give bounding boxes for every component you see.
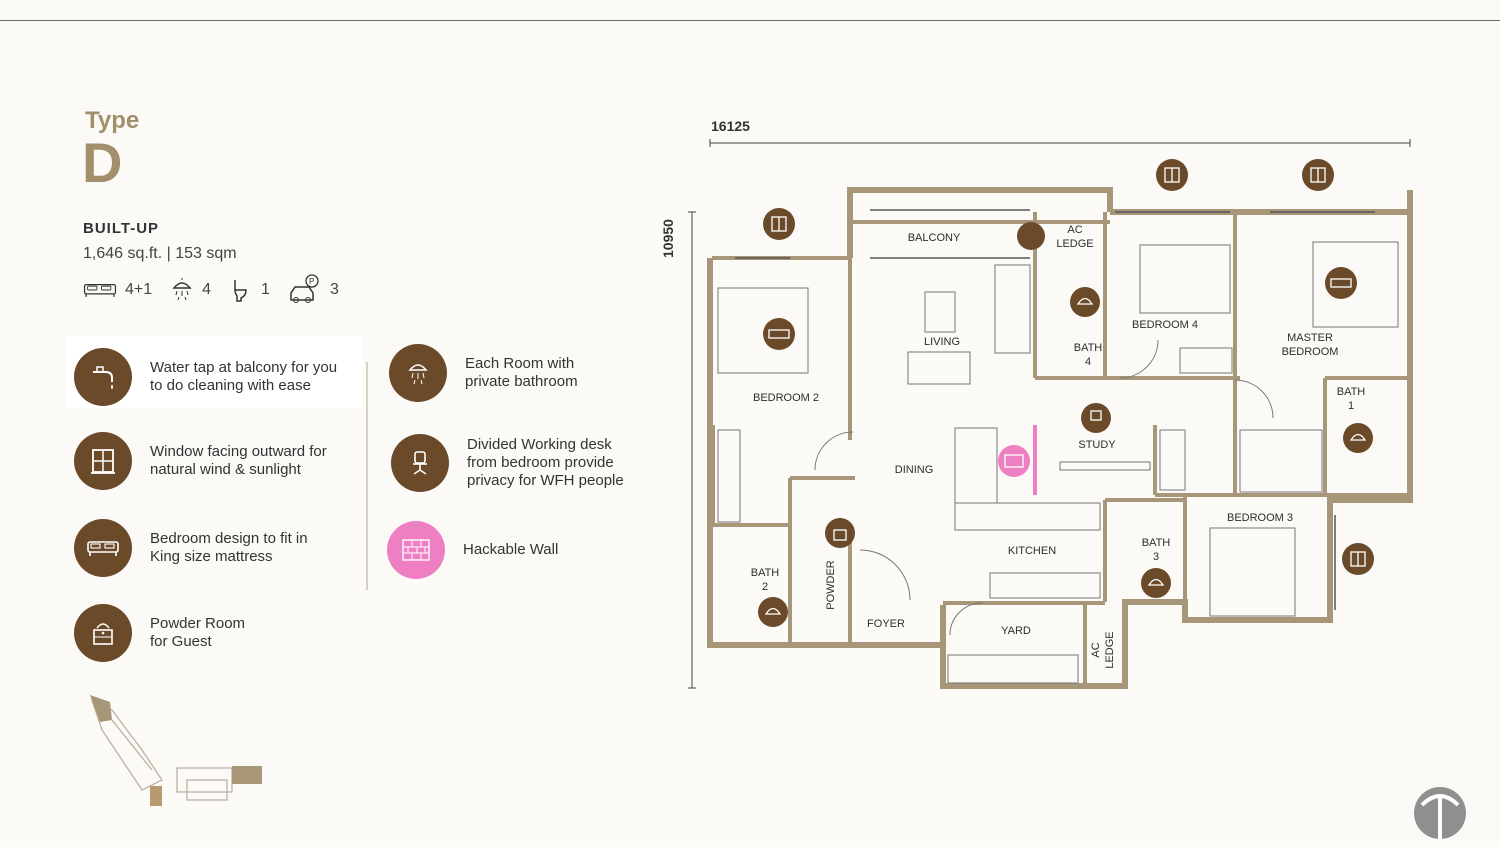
parking-count: 3 <box>329 281 339 298</box>
room-bath-1: BATH 1 <box>1336 386 1366 412</box>
room-bedroom-2: BEDROOM 2 <box>752 392 819 404</box>
feature-text: Powder Room for Guest <box>150 615 246 650</box>
bedroom4-bed <box>1139 244 1231 314</box>
feature-private-bathroom: Each Room with private bathroom <box>389 344 578 402</box>
toilet-icon <box>229 277 253 303</box>
room-foyer: FOYER <box>867 618 905 630</box>
window-icon <box>74 432 132 490</box>
brand-logo <box>1414 787 1466 839</box>
door-swing <box>1234 379 1274 419</box>
outer-walls <box>707 187 1413 689</box>
room-kitchen: KITCHEN <box>1007 545 1057 557</box>
door-swing <box>949 602 983 636</box>
desk-chair-icon <box>1081 403 1111 433</box>
room-bath-3: BATH 3 <box>1141 537 1171 563</box>
kitchen-counter-2 <box>989 572 1101 599</box>
feature-text: Window facing outward for natural wind &… <box>150 443 327 478</box>
yard-counter <box>947 654 1079 684</box>
built-up-size: 1,646 sq.ft. | 153 sqm <box>83 245 237 262</box>
room-counts: 4+1 4 1 P 3 <box>83 272 349 308</box>
type-label: Type <box>85 107 140 134</box>
bed-icon <box>83 277 117 303</box>
site-key-plan <box>90 695 262 806</box>
shower-icon <box>170 277 194 303</box>
feature-divider <box>366 362 368 590</box>
water-tap-icon <box>74 348 132 406</box>
plan-markers <box>758 159 1374 627</box>
door-swing <box>1119 339 1159 379</box>
living-armchair <box>907 351 971 385</box>
living-sofa <box>994 264 1031 354</box>
room-balcony: BALCONY <box>907 232 961 244</box>
brick-wall-icon <box>998 445 1030 477</box>
type-letter: D <box>82 131 123 194</box>
feature-hackable-wall: Hackable Wall <box>387 521 558 579</box>
master-wardrobe <box>1239 429 1323 493</box>
room-powder: POWDER <box>825 560 837 610</box>
parking-car-icon: P <box>288 274 322 303</box>
feature-text: Hackable Wall <box>463 541 559 558</box>
room-ac-ledge-top: AC LEDGE <box>1056 224 1094 250</box>
feature-text: Water tap at balcony for you to do clean… <box>150 359 338 394</box>
room-bedroom-4: BEDROOM 4 <box>1131 319 1198 331</box>
bathroom-count: 4 <box>202 281 212 298</box>
bedroom-count: 4+1 <box>125 281 153 298</box>
bed-icon <box>1325 267 1357 299</box>
powder-room-icon <box>825 518 855 548</box>
inner-walls <box>711 212 1410 686</box>
study-desk <box>1059 461 1151 471</box>
room-bath-2: BATH 2 <box>750 567 780 593</box>
study-cabinet <box>1159 429 1186 491</box>
bedroom3-bed <box>1209 527 1296 617</box>
desk-chair-icon <box>391 434 449 492</box>
feature-water-tap: Water tap at balcony for you to do clean… <box>74 348 337 406</box>
feature-window: Window facing outward for natural wind &… <box>74 432 327 490</box>
room-living: LIVING <box>923 336 961 348</box>
feature-bed: Bedroom design to fit in King size mattr… <box>74 519 308 577</box>
bedroom2-bed <box>717 287 809 374</box>
furniture <box>717 241 1399 684</box>
feature-powder-room: Powder Room for Guest <box>74 604 245 662</box>
bedroom2-wardrobe <box>717 429 741 523</box>
shower-icon <box>1141 568 1171 598</box>
shower-icon <box>1343 423 1373 453</box>
marker-glyphs <box>764 167 1367 615</box>
room-yard: YARD <box>1001 625 1031 637</box>
kitchen-counter <box>954 502 1101 531</box>
room-study: STUDY <box>1078 439 1116 451</box>
built-up-title: BUILT-UP <box>83 220 160 237</box>
dimension-width: 16125 <box>711 118 750 134</box>
bedroom4-wardrobe <box>1179 347 1233 374</box>
living-table <box>924 291 956 333</box>
key-highlight-unit <box>232 766 262 784</box>
bed-icon <box>763 318 795 350</box>
dining-table <box>954 427 998 504</box>
powder-room-icon <box>74 604 132 662</box>
master-bed <box>1312 241 1399 328</box>
key-highlight-block <box>90 695 112 722</box>
room-dining: DINING <box>894 464 934 476</box>
door-swing <box>814 431 854 471</box>
svg-text:P: P <box>309 277 314 286</box>
window-frames <box>735 209 1375 610</box>
room-ac-ledge-bottom: AC LEDGE <box>1090 631 1116 669</box>
feature-text: Each Room with private bathroom <box>465 355 578 390</box>
water-tap-icon <box>1017 222 1045 250</box>
feature-working-desk: Divided Working desk from bedroom provid… <box>391 434 624 492</box>
feature-text: Divided Working desk from bedroom provid… <box>467 436 624 489</box>
room-bath-4: BATH 4 <box>1073 342 1103 368</box>
shower-icon <box>758 597 788 627</box>
top-divider-line <box>0 20 1500 21</box>
room-master-bedroom: MASTER BEDROOM <box>1281 332 1339 358</box>
door-swing <box>859 549 911 601</box>
shower-icon <box>1070 287 1100 317</box>
powder-count: 1 <box>261 281 270 298</box>
room-bedroom-3: BEDROOM 3 <box>1226 512 1293 524</box>
brick-wall-icon <box>387 521 445 579</box>
bed-icon <box>74 519 132 577</box>
shower-icon <box>389 344 447 402</box>
feature-text: Bedroom design to fit in King size mattr… <box>150 530 308 565</box>
